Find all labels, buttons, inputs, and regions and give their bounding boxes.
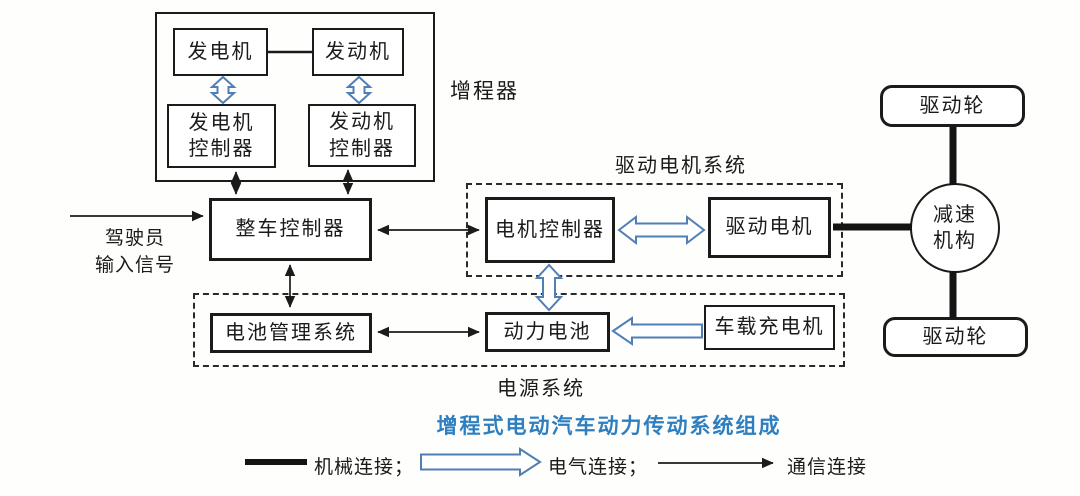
drive-motor-box: 驱动电机 — [708, 197, 831, 258]
legend-electrical-arrow — [420, 447, 542, 477]
range-extender-group-frame — [155, 12, 435, 182]
reducer-box: 减速 机构 — [910, 183, 1000, 273]
vehicle-controller-box: 整车控制器 — [209, 198, 372, 261]
drive-motor-system-label: 驱动电机系统 — [615, 155, 747, 177]
power-system-frame — [193, 293, 845, 367]
diagram-caption: 增程式电动汽车动力传动系统组成 — [436, 415, 782, 438]
drive-wheel-top-label: 驱动轮 — [919, 94, 986, 117]
drive-wheel-bottom-label: 驱动轮 — [922, 325, 989, 348]
charger-box: 车载充电机 — [704, 305, 835, 350]
reducer-label: 减速 机构 — [933, 203, 977, 252]
drive-wheel-top-box: 驱动轮 — [880, 85, 1025, 127]
engine-label: 发动机 — [325, 40, 391, 63]
battery-box: 动力电池 — [485, 312, 610, 352]
charger-label: 车载充电机 — [714, 316, 825, 339]
driver-input-label: 驾驶员 输入信号 — [94, 228, 175, 276]
generator-controller-box: 发电机 控制器 — [167, 104, 276, 168]
motor-controller-label: 电机控制器 — [495, 218, 605, 241]
engine-controller-box: 发动机 控制器 — [308, 104, 416, 167]
legend-mechanical-label: 机械连接； — [314, 457, 415, 478]
drive-motor-label: 驱动电机 — [725, 216, 814, 239]
generator-box: 发电机 — [173, 28, 268, 76]
engine-box: 发动机 — [312, 28, 404, 76]
generator-controller-label: 发电机 控制器 — [188, 111, 255, 160]
legend-communication-label: 通信连接 — [787, 457, 868, 478]
bms-box: 电池管理系统 — [210, 313, 372, 353]
engine-controller-label: 发动机 控制器 — [329, 111, 395, 160]
drive-wheel-bottom-box: 驱动轮 — [883, 317, 1028, 357]
vehicle-controller-label: 整车控制器 — [235, 218, 346, 241]
motor-controller-box: 电机控制器 — [485, 197, 615, 263]
range-extender-label: 增程器 — [450, 80, 519, 103]
bms-label: 电池管理系统 — [225, 321, 357, 344]
generator-label: 发电机 — [187, 40, 254, 63]
power-system-label: 电源系统 — [497, 378, 585, 400]
battery-label: 动力电池 — [503, 320, 592, 343]
legend-electrical-label: 电气连接； — [548, 457, 649, 478]
